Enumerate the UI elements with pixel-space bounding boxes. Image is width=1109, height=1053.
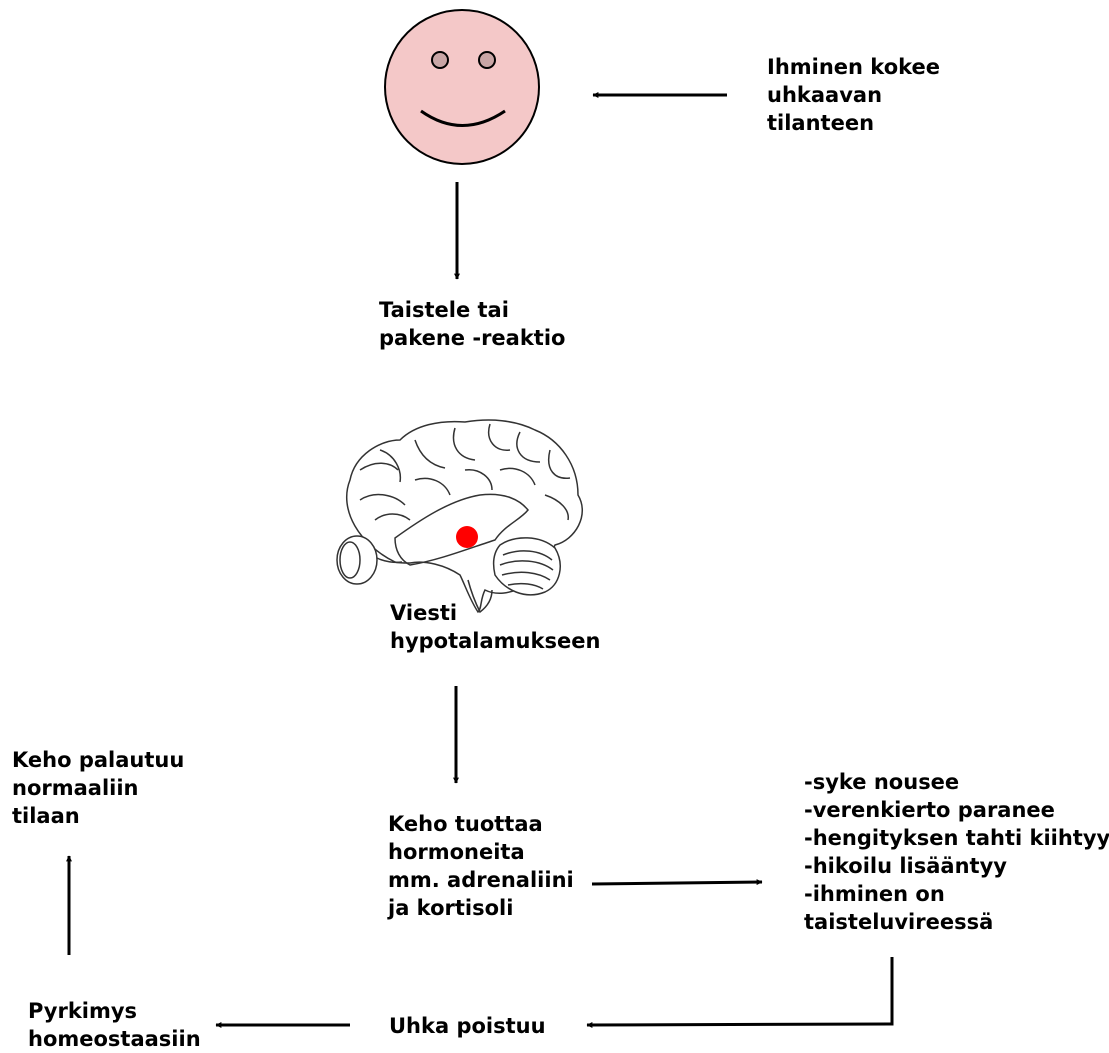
threat-label-line: Ihminen kokee [767, 55, 941, 79]
fight-or-flight-label: Taistele tai pakene -reaktio [379, 296, 565, 352]
threat-removed-label: Uhka poistuu [389, 1012, 546, 1040]
brain-icon [336, 419, 583, 614]
threat-label: Ihminen kokee uhkaavan tilanteen [767, 53, 940, 137]
normal-state-label-line: tilaan [12, 804, 80, 828]
threat-removed-text: Uhka poistuu [389, 1014, 546, 1038]
hormones-label: Keho tuottaa hormoneita mm. adrenaliini … [388, 810, 574, 922]
arrow-effects-to-threat-removed [586, 957, 894, 1028]
fight-or-flight-line: pakene -reaktio [379, 326, 566, 350]
homeostasis-label: Pyrkimys homeostaasiin [28, 997, 201, 1053]
hormones-label-line: ja kortisoli [388, 896, 514, 920]
effect-item: -hengityksen tahti kiihtyy [804, 826, 1109, 850]
normal-state-label-line: Keho palautuu [12, 748, 185, 772]
threat-label-line: uhkaavan [767, 83, 883, 107]
message-label-line: Viesti [390, 601, 458, 625]
effect-item: -verenkierto paranee [804, 798, 1055, 822]
normal-state-label-line: normaaliin [12, 776, 139, 800]
effect-item: -ihminen on [804, 882, 945, 906]
smiley-face-icon [384, 9, 540, 165]
threat-label-line: tilanteen [767, 111, 875, 135]
hormones-label-line: Keho tuottaa [388, 812, 543, 836]
arrow-hormones-to-effects [591, 879, 763, 886]
effects-list: -syke nousee -verenkierto paranee -hengi… [804, 768, 1109, 936]
effect-item: -syke nousee [804, 770, 960, 794]
homeostasis-label-line: homeostaasiin [28, 1027, 201, 1051]
homeostasis-label-line: Pyrkimys [28, 999, 138, 1023]
normal-state-label: Keho palautuu normaaliin tilaan [12, 746, 184, 830]
effect-item: taisteluvireessä [804, 910, 994, 934]
hormones-label-line: hormoneita [388, 840, 525, 864]
hypothalamus-marker [456, 526, 478, 548]
effect-item: -hikoilu lisääntyy [804, 854, 1007, 878]
message-label: Viesti hypotalamukseen [390, 599, 600, 655]
hormones-label-line: mm. adrenaliini [388, 868, 574, 892]
message-label-line: hypotalamukseen [390, 629, 601, 653]
fight-or-flight-line: Taistele tai [379, 298, 509, 322]
